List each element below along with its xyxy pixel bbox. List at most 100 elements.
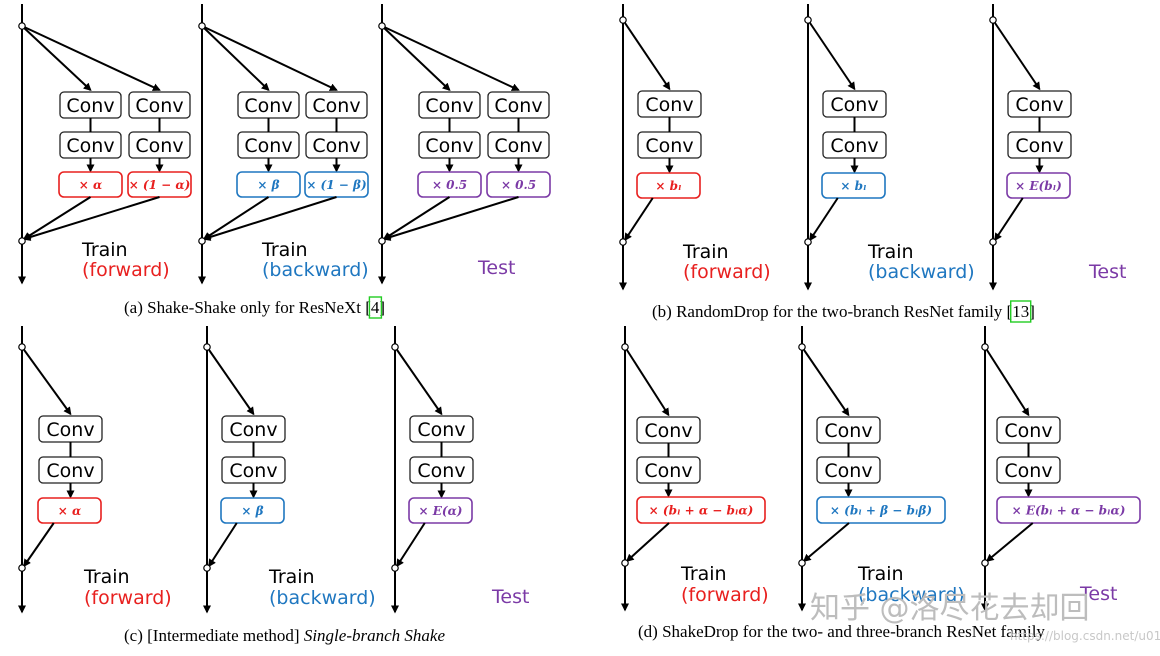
scale-op-label: × α <box>58 504 81 518</box>
split-node <box>804 16 812 24</box>
merge-node <box>203 564 211 572</box>
forward-label: (forward) <box>82 259 170 281</box>
conv-label: Conv <box>494 135 542 157</box>
scale-op-box <box>408 497 473 524</box>
scale-op-box <box>821 172 886 199</box>
citation-box <box>1010 300 1032 323</box>
conv-label: Conv <box>1004 460 1052 482</box>
forward-label: (forward) <box>681 584 769 606</box>
conv-label: Conv <box>312 95 360 117</box>
scale-op-label: × E(bₗ) <box>1015 179 1062 193</box>
branch-merge-arrow <box>625 522 670 563</box>
branch-merge-arrow <box>809 197 839 242</box>
scale-op-label: × (bₗ + β − bₗβ) <box>830 504 932 518</box>
conv-label: Conv <box>229 419 277 441</box>
train-label: Train <box>261 239 308 261</box>
branch-merge-arrow <box>382 196 519 241</box>
scale-op-label: × β <box>241 504 263 518</box>
branch-merge-arrow <box>624 197 654 242</box>
merge-node <box>798 559 806 567</box>
merge-node <box>18 237 26 245</box>
branch-split-arrow <box>624 346 670 417</box>
caption-ref[interactable]: 4 <box>371 298 380 317</box>
train-label: Train <box>857 563 904 585</box>
watermark-url: https://blog.csdn.net/u013841196 3591 <box>1010 629 1160 643</box>
conv-label: Conv <box>494 95 542 117</box>
branch-merge-arrow <box>985 522 1034 562</box>
branch-merge-arrow <box>22 196 92 240</box>
branch-merge-arrow <box>22 196 160 241</box>
branch-split-arrow <box>807 19 856 91</box>
train-label: Train <box>83 566 130 588</box>
branch-split-arrow <box>201 25 270 92</box>
conv-label: Conv <box>1015 94 1063 116</box>
conv-label: Conv <box>644 420 692 442</box>
branch-merge-arrow <box>382 196 451 240</box>
backward-label: (backward) <box>858 584 965 606</box>
caption-ref[interactable]: 13 <box>1012 302 1029 321</box>
branch-split-arrow <box>984 346 1030 417</box>
split-node <box>378 22 386 30</box>
split-node <box>391 343 399 351</box>
scale-op-box <box>220 497 285 524</box>
branch-split-arrow <box>381 25 451 92</box>
conv-label: Conv <box>417 460 465 482</box>
forward-label: (forward) <box>683 261 771 283</box>
merge-node <box>621 559 629 567</box>
caption-text: (c) [Intermediate method] <box>124 626 304 645</box>
conv-label: Conv <box>417 419 465 441</box>
conv-label: Conv <box>66 135 114 157</box>
conv-label: Conv <box>66 95 114 117</box>
split-node <box>18 22 26 30</box>
branch-merge-arrow <box>202 196 337 241</box>
scale-op-box <box>636 172 701 199</box>
merge-node <box>18 564 26 572</box>
conv-label: Conv <box>824 420 872 442</box>
test-label: Test <box>491 586 529 608</box>
conv-label: Conv <box>1015 135 1063 157</box>
split-node <box>981 343 989 351</box>
branch-merge-arrow <box>202 196 270 240</box>
merge-node <box>391 564 399 572</box>
scale-op-box <box>996 496 1141 524</box>
conv-label: Conv <box>1004 420 1052 442</box>
conv-label: Conv <box>244 95 292 117</box>
train-label: Train <box>268 566 315 588</box>
citation-box <box>368 296 383 319</box>
conv-label: Conv <box>135 135 183 157</box>
scale-op-box <box>1006 172 1071 199</box>
branch-split-arrow <box>381 25 520 91</box>
scale-op-label: × bₗ <box>840 179 866 193</box>
conv-label: Conv <box>824 460 872 482</box>
caption-d: (d) ShakeDrop for the two- and three-bra… <box>638 622 1045 641</box>
conv-label: Conv <box>312 135 360 157</box>
branch-merge-arrow <box>208 522 238 568</box>
conv-label: Conv <box>229 460 277 482</box>
scale-op-label: × α <box>79 178 102 192</box>
conv-label: Conv <box>425 135 473 157</box>
branch-merge-arrow <box>23 522 55 568</box>
caption-close: ] <box>379 298 385 317</box>
train-label: Train <box>867 241 914 263</box>
split-node <box>18 343 26 351</box>
conv-label: Conv <box>46 419 94 441</box>
conv-label: Conv <box>425 95 473 117</box>
branch-split-arrow <box>206 346 255 416</box>
scale-op-label: × (1 − α) <box>129 178 191 192</box>
split-node <box>198 22 206 30</box>
branch-split-arrow <box>21 25 161 91</box>
merge-node <box>989 238 997 246</box>
caption-close: ] <box>1029 302 1035 321</box>
backward-label: (backward) <box>868 261 975 283</box>
merge-node <box>619 238 627 246</box>
scale-op-box <box>37 497 102 524</box>
conv-label: Conv <box>46 460 94 482</box>
conv-label: Conv <box>135 95 183 117</box>
